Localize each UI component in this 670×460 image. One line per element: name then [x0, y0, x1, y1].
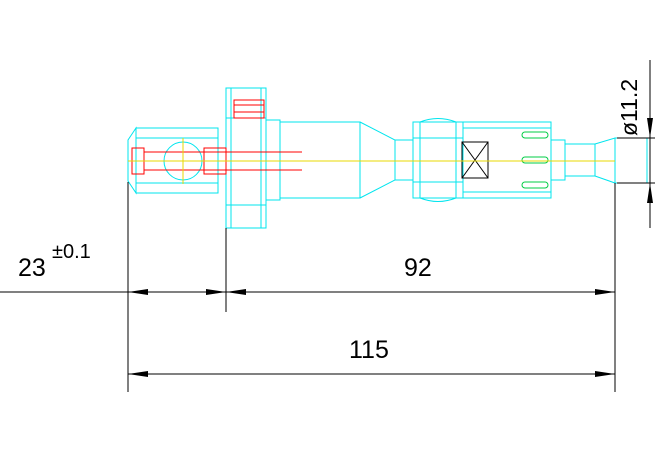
- arrowhead: [128, 371, 148, 377]
- dimension-lines: [0, 60, 655, 392]
- hidden-detail: [128, 99, 302, 175]
- dim-92-value: 92: [404, 254, 432, 282]
- flange: [225, 87, 267, 229]
- rear-body: [462, 121, 552, 199]
- arrowhead: [647, 183, 653, 203]
- dim-115-value: 115: [349, 336, 389, 364]
- arrowhead: [128, 289, 148, 295]
- dim-diameter-value: ø11.2: [616, 79, 642, 136]
- arrowhead: [206, 289, 226, 295]
- dim-23-tolerance: ±0.1: [52, 241, 91, 263]
- end-shaft: [614, 137, 648, 184]
- dim-23-value: 23: [18, 254, 46, 282]
- main-cylinder: [279, 121, 361, 199]
- arrowhead: [226, 289, 246, 295]
- arrowhead: [595, 289, 615, 295]
- cross-mark: [461, 141, 489, 179]
- slot-marks: [521, 131, 549, 189]
- taper: [359, 121, 396, 199]
- centerline: [128, 138, 615, 184]
- arrowhead: [647, 118, 653, 138]
- part-outline: [127, 87, 648, 229]
- arrowhead: [595, 371, 615, 377]
